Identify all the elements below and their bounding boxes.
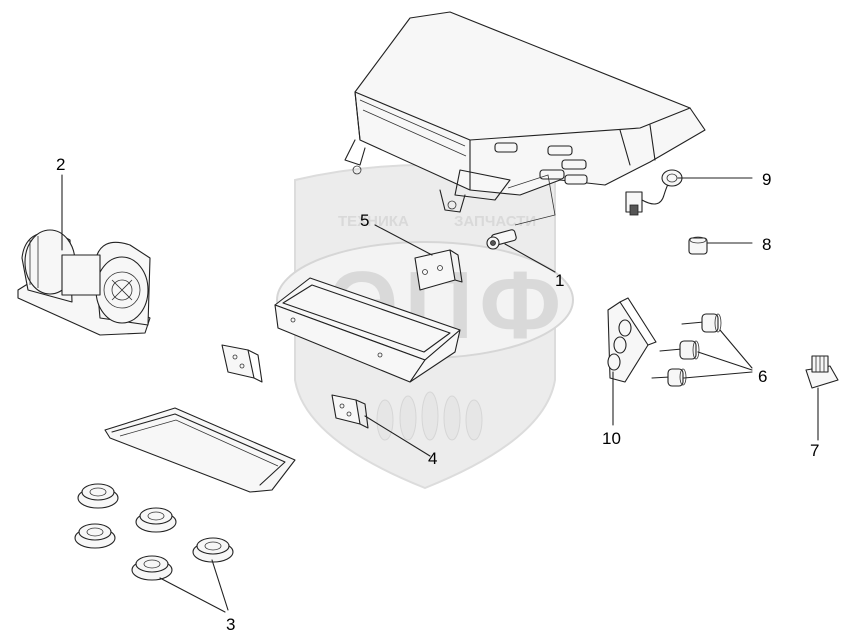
part-5-bracket bbox=[374, 224, 463, 291]
wheat-icon bbox=[376, 391, 483, 441]
heater-housing bbox=[344, 11, 706, 226]
part-4-brackets bbox=[221, 344, 431, 457]
seal-strip bbox=[104, 407, 296, 493]
callout-5: 5 bbox=[360, 211, 369, 230]
watermark-text-left: ТЕХНИКА bbox=[338, 213, 409, 230]
watermark-text-right: ЗАПЧАСТИ bbox=[454, 213, 536, 230]
callout-4: 4 bbox=[428, 449, 437, 468]
pipe-fittings bbox=[494, 142, 588, 185]
part-7-terminal bbox=[805, 355, 839, 441]
callout-6: 6 bbox=[758, 367, 767, 386]
part-8-plug bbox=[688, 236, 753, 255]
part-10-panel bbox=[607, 297, 657, 426]
callout-1: 1 bbox=[555, 271, 564, 290]
part-6-knobs bbox=[651, 313, 753, 387]
tray bbox=[274, 277, 461, 383]
part-3-grommets bbox=[74, 483, 234, 613]
callout-7: 7 bbox=[810, 441, 819, 460]
callout-2: 2 bbox=[56, 155, 65, 174]
callout-10: 10 bbox=[602, 429, 621, 448]
part-1-tap bbox=[486, 229, 556, 273]
part-2-blower bbox=[17, 174, 151, 336]
callout-8: 8 bbox=[762, 235, 771, 254]
callout-9: 9 bbox=[762, 170, 771, 189]
callout-3: 3 bbox=[226, 615, 235, 634]
part-9-connector bbox=[625, 169, 753, 216]
